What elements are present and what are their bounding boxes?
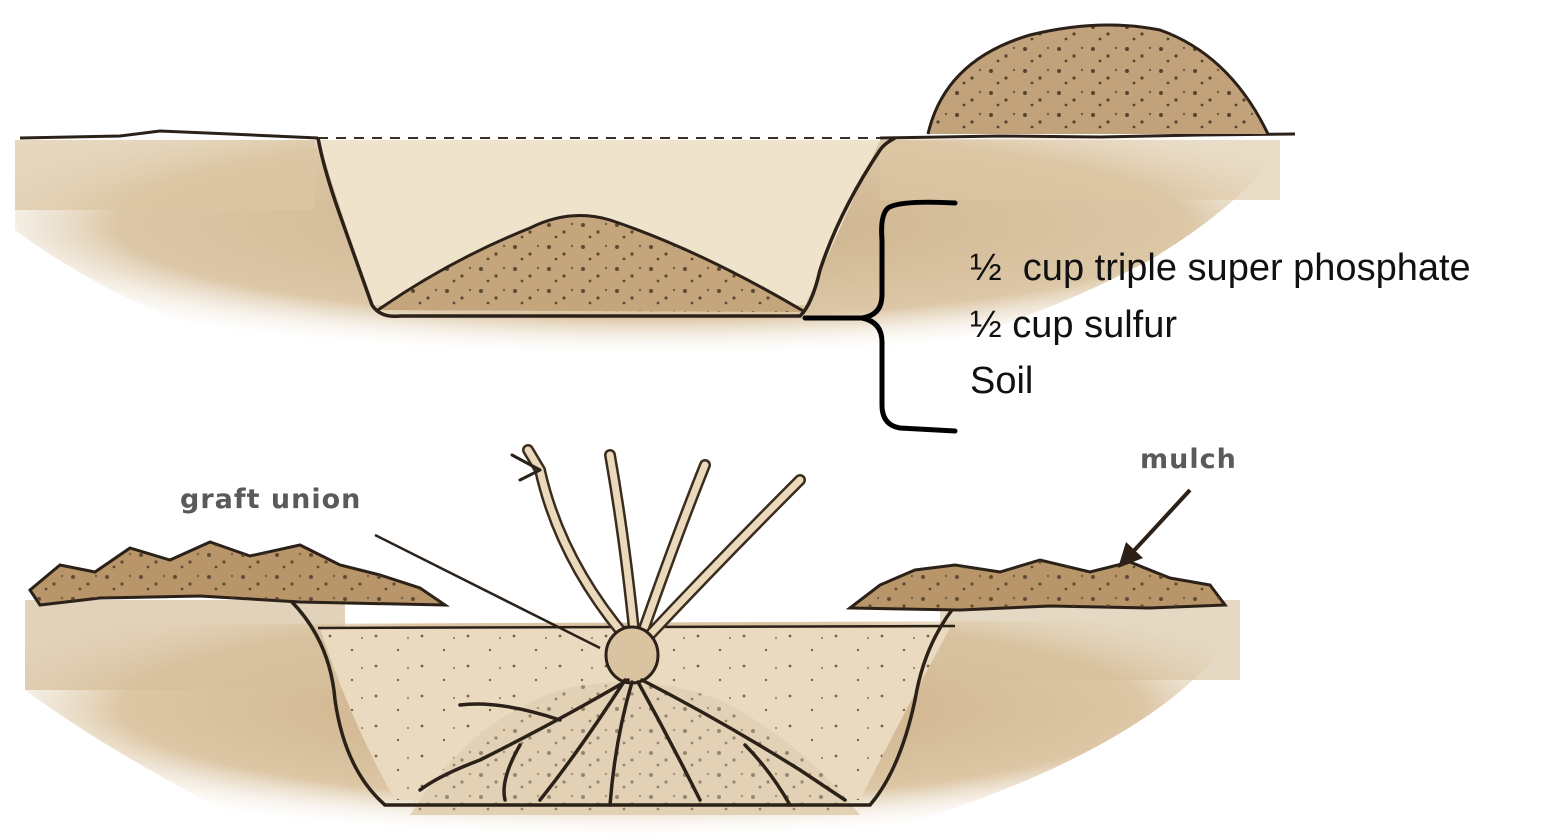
amendment-line-soil: Soil (970, 360, 1033, 402)
ground-surface-left (20, 131, 318, 138)
amendment-line-sulfur: ½ cup sulfur (970, 304, 1177, 346)
rose-canes (512, 450, 800, 640)
amendment-line-phosphate: ½ cup triple super phosphate (970, 247, 1471, 289)
graft-union (606, 627, 658, 683)
graft-union-label: graft union (180, 484, 361, 515)
mulch-label: mulch (1140, 444, 1237, 475)
mulch-arrow (1118, 490, 1190, 568)
planted-rose-illustration: graft union mulch (25, 444, 1240, 839)
